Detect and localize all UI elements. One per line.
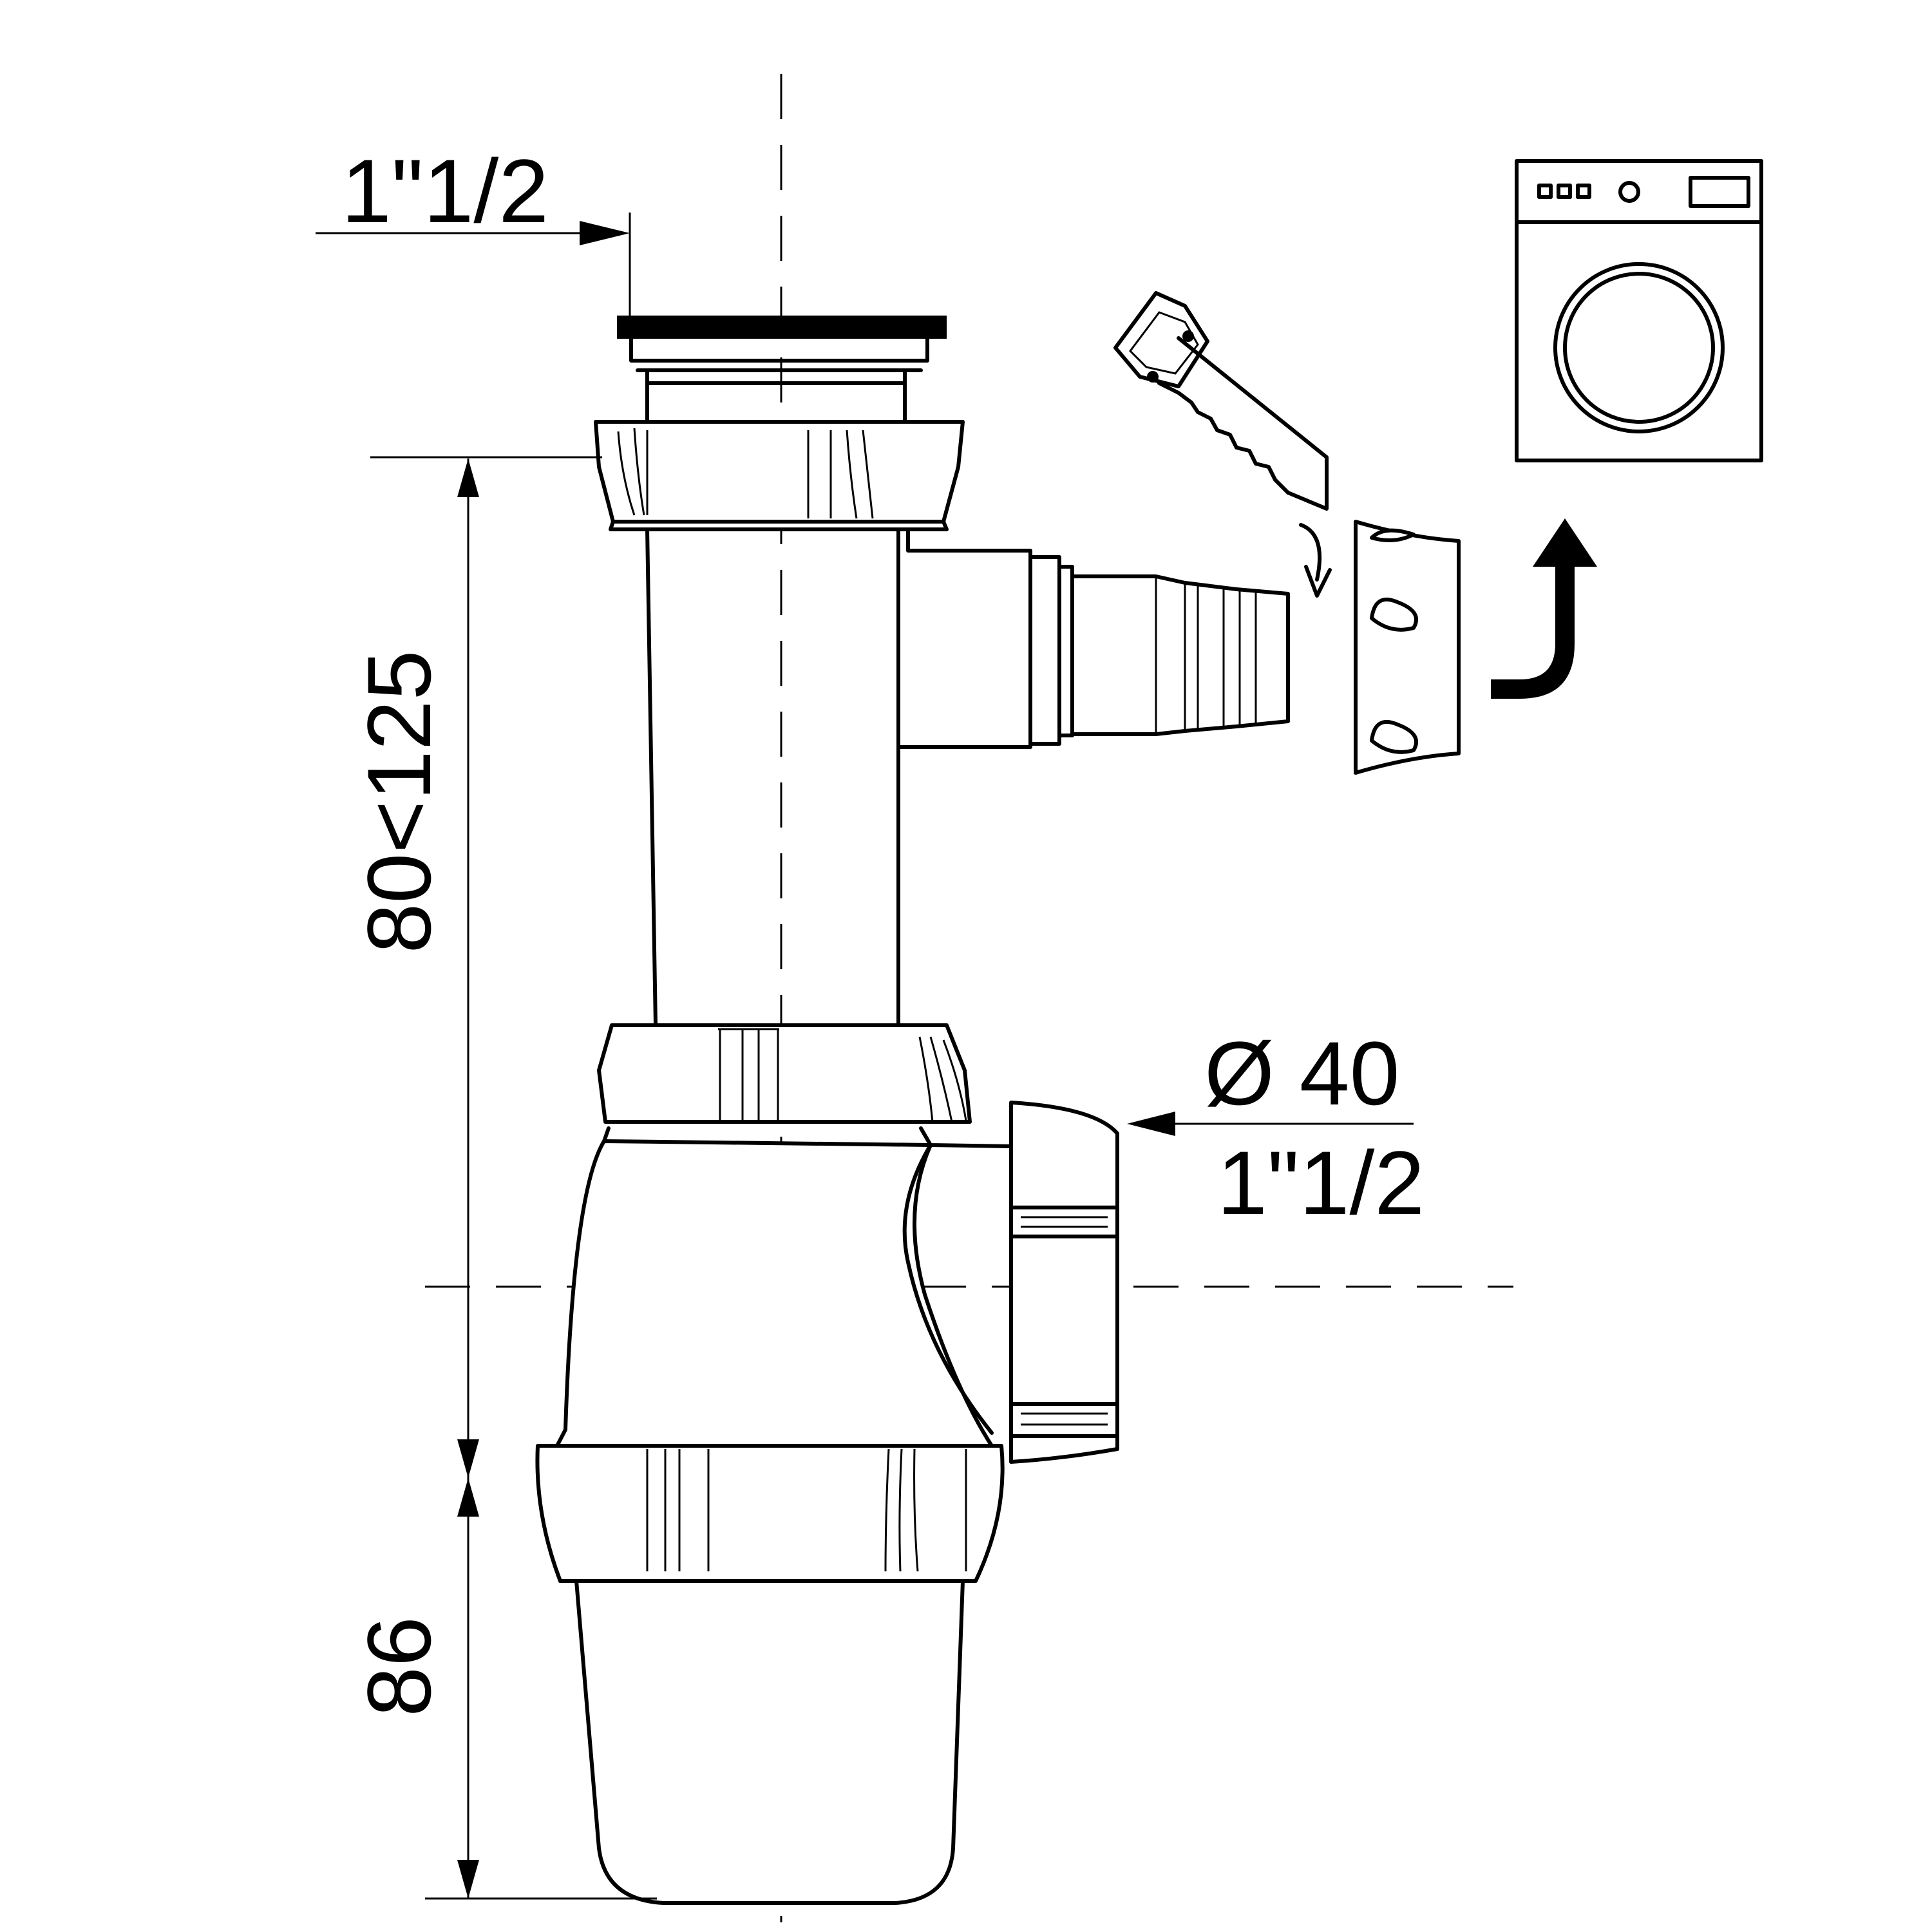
bottom-nut: [535, 1444, 1005, 1583]
end-cap-icon: [1354, 520, 1461, 775]
height-range-label: 80<125: [348, 650, 450, 953]
middle-nut: [597, 1023, 972, 1124]
trap-body: [555, 1126, 1013, 1448]
height-dimension: [370, 456, 602, 1478]
curved-arrow-icon: [1491, 518, 1597, 699]
vertical-tube: [645, 527, 1032, 1027]
washing-machine-icon: [1515, 159, 1763, 462]
outlet-thread-label: 1"1/2: [1217, 1132, 1425, 1233]
top-thread-label: 1"1/2: [341, 140, 549, 242]
bottom-cup: [562, 1579, 974, 1905]
bottom-height-dimension: [425, 1478, 657, 1900]
hose-spigot: [1028, 555, 1290, 746]
top-nut: [594, 420, 965, 531]
outlet-dimension: [1127, 1112, 1414, 1136]
saw-icon: [1113, 291, 1329, 511]
bottom-height-label: 86: [348, 1616, 450, 1717]
side-outlet-nut: [1009, 1101, 1119, 1464]
curved-arrow-small: [1299, 523, 1332, 598]
top-plug: [617, 316, 947, 424]
outlet-diameter-label: Ø 40: [1204, 1023, 1400, 1124]
top-thread-dimension: [316, 213, 631, 319]
